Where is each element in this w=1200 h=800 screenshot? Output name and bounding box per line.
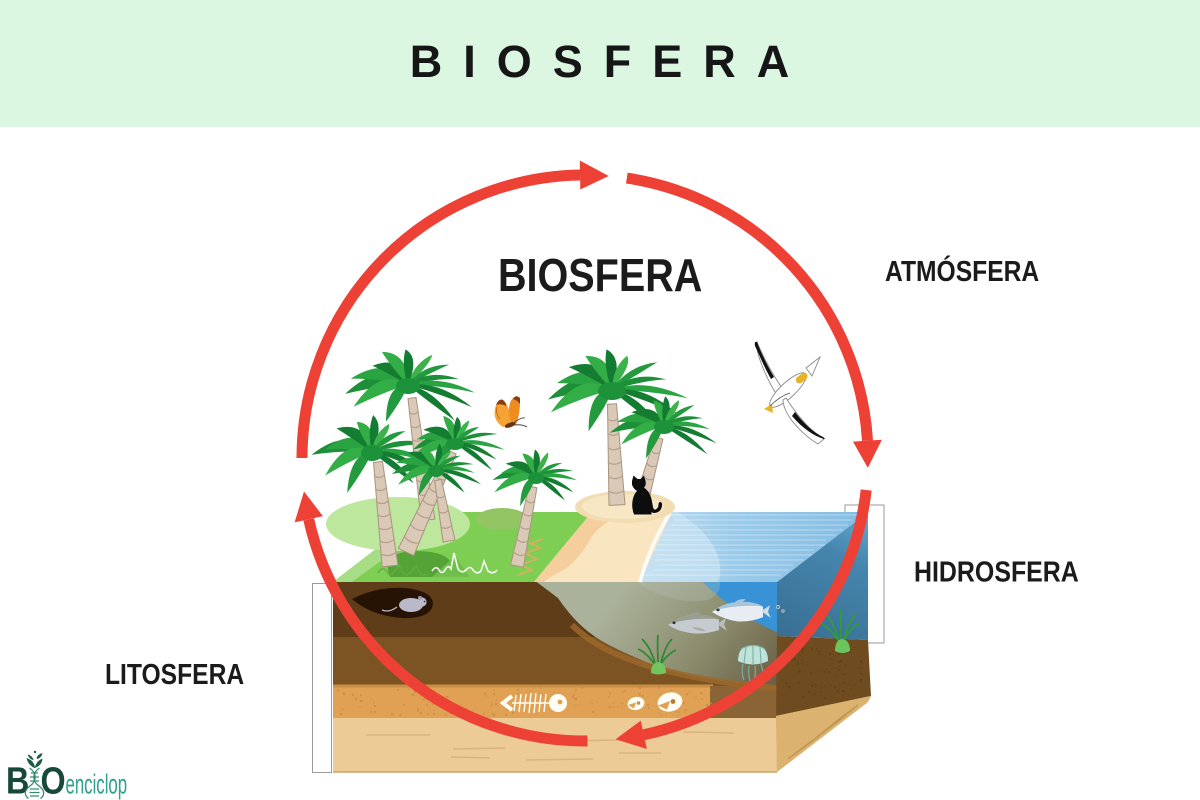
svg-text:O: O xyxy=(41,760,66,800)
svg-text:LITOSFERA: LITOSFERA xyxy=(105,658,244,690)
svg-text:B: B xyxy=(6,760,29,800)
svg-text:enciclop: enciclop xyxy=(66,768,128,800)
svg-text:ATMÓSFERA: ATMÓSFERA xyxy=(885,254,1039,287)
svg-text:BIOSFERA: BIOSFERA xyxy=(410,36,811,87)
svg-text:HIDROSFERA: HIDROSFERA xyxy=(914,556,1079,588)
svg-text:BIOSFERA: BIOSFERA xyxy=(498,250,702,301)
